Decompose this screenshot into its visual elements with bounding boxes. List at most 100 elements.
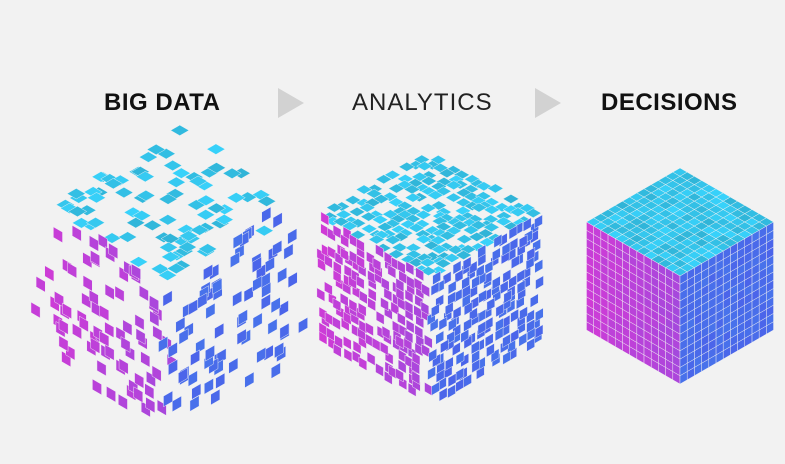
top-face-voxel xyxy=(257,195,277,207)
top-face-voxel xyxy=(142,219,163,231)
left-face-voxel xyxy=(149,294,159,312)
top-face-voxel xyxy=(348,207,366,217)
left-face-voxel xyxy=(99,304,110,322)
right-face-voxel xyxy=(511,254,520,270)
top-face-voxel xyxy=(71,217,92,229)
left-face-voxel xyxy=(79,315,89,333)
top-face-voxel xyxy=(478,237,496,248)
left-face-voxel xyxy=(118,357,129,375)
left-face-voxel xyxy=(398,269,407,285)
left-face-voxel xyxy=(104,321,115,339)
left-face-voxel xyxy=(358,356,368,371)
top-face-voxel xyxy=(158,241,179,253)
right-face-voxel xyxy=(455,350,465,366)
step-label-analytics: ANALYTICS xyxy=(352,89,493,116)
right-face-voxel xyxy=(535,275,544,290)
right-face-voxel xyxy=(428,348,437,363)
right-face-voxel xyxy=(438,316,448,331)
right-face-voxel xyxy=(526,318,535,334)
left-face-voxel xyxy=(98,233,108,250)
top-face-voxel xyxy=(146,143,166,156)
left-face-voxel xyxy=(320,223,329,238)
step-label-big-data: BIG DATA xyxy=(104,89,221,116)
right-face-voxel xyxy=(236,328,247,346)
right-face-voxel xyxy=(279,322,290,340)
top-face-voxel xyxy=(196,194,216,206)
left-face-voxel xyxy=(413,277,423,292)
top-face-voxel xyxy=(445,180,463,191)
right-face-voxel xyxy=(502,333,511,348)
top-face-voxel xyxy=(123,206,143,218)
top-face-voxel xyxy=(455,234,473,244)
left-face-voxel xyxy=(151,365,162,382)
left-face-voxel xyxy=(368,287,377,302)
left-face-voxel xyxy=(104,283,115,301)
right-face-voxel xyxy=(492,247,501,262)
left-face-voxel xyxy=(53,226,63,244)
right-face-voxel xyxy=(188,370,198,387)
right-face-voxel xyxy=(519,306,528,321)
right-face-voxel xyxy=(438,387,448,402)
top-face-voxel xyxy=(462,225,480,235)
left-face-voxel xyxy=(420,300,430,316)
top-face-voxel xyxy=(509,207,527,217)
right-face-voxel xyxy=(462,256,472,271)
left-face-voxel xyxy=(383,287,393,302)
left-face-voxel xyxy=(380,296,389,312)
left-face-voxel xyxy=(348,298,358,313)
left-face-voxel xyxy=(90,337,101,354)
right-face-voxel xyxy=(205,302,216,320)
top-face-voxel xyxy=(407,223,425,233)
left-face-voxel xyxy=(356,237,365,253)
left-face-voxel xyxy=(324,281,333,296)
right-face-voxel xyxy=(158,336,168,353)
right-face-voxel xyxy=(510,328,519,344)
top-face-voxel xyxy=(158,193,178,205)
right-face-voxel xyxy=(470,295,479,311)
right-face-voxel xyxy=(431,381,440,396)
right-face-voxel xyxy=(435,330,444,345)
left-face-voxel xyxy=(381,276,390,292)
chevron-right-triangle-icon xyxy=(535,88,561,118)
top-face-voxel xyxy=(415,234,432,245)
top-face-voxel xyxy=(136,189,156,202)
left-face-voxel xyxy=(411,370,421,385)
right-face-voxel xyxy=(244,371,255,389)
right-face-voxel xyxy=(455,378,464,393)
top-face-voxel xyxy=(388,183,405,194)
top-face-voxel xyxy=(439,230,456,241)
right-face-voxel xyxy=(452,260,462,275)
top-face-voxel xyxy=(214,214,234,226)
left-face-voxel xyxy=(134,313,145,331)
left-face-voxel xyxy=(122,319,133,336)
right-face-voxel xyxy=(484,260,494,275)
left-face-voxel xyxy=(316,287,325,302)
left-face-voxel xyxy=(366,351,376,367)
top-face-voxel xyxy=(332,216,350,227)
right-face-voxel xyxy=(534,258,543,274)
left-face-voxel xyxy=(44,265,55,282)
left-face-voxel xyxy=(424,334,433,349)
left-face-voxel xyxy=(152,325,163,342)
top-face-voxel xyxy=(502,194,520,204)
right-face-voxel xyxy=(175,316,186,334)
top-face-voxel xyxy=(254,225,274,237)
top-face-voxel xyxy=(434,258,452,269)
right-face-voxel xyxy=(526,246,536,262)
right-face-voxel xyxy=(502,350,511,365)
right-face-voxel xyxy=(448,317,457,332)
top-face-voxel xyxy=(349,218,367,229)
top-face-voxel xyxy=(431,244,448,255)
right-face-voxel xyxy=(493,233,503,249)
left-face-voxel xyxy=(340,247,349,262)
left-face-voxel xyxy=(35,275,46,293)
top-face-voxel xyxy=(102,232,122,244)
right-face-voxel xyxy=(430,281,440,297)
left-face-voxel xyxy=(144,383,155,400)
left-face-voxel xyxy=(342,226,352,241)
top-face-voxel xyxy=(486,183,504,194)
left-face-voxel xyxy=(421,283,430,298)
left-face-voxel xyxy=(82,274,93,292)
